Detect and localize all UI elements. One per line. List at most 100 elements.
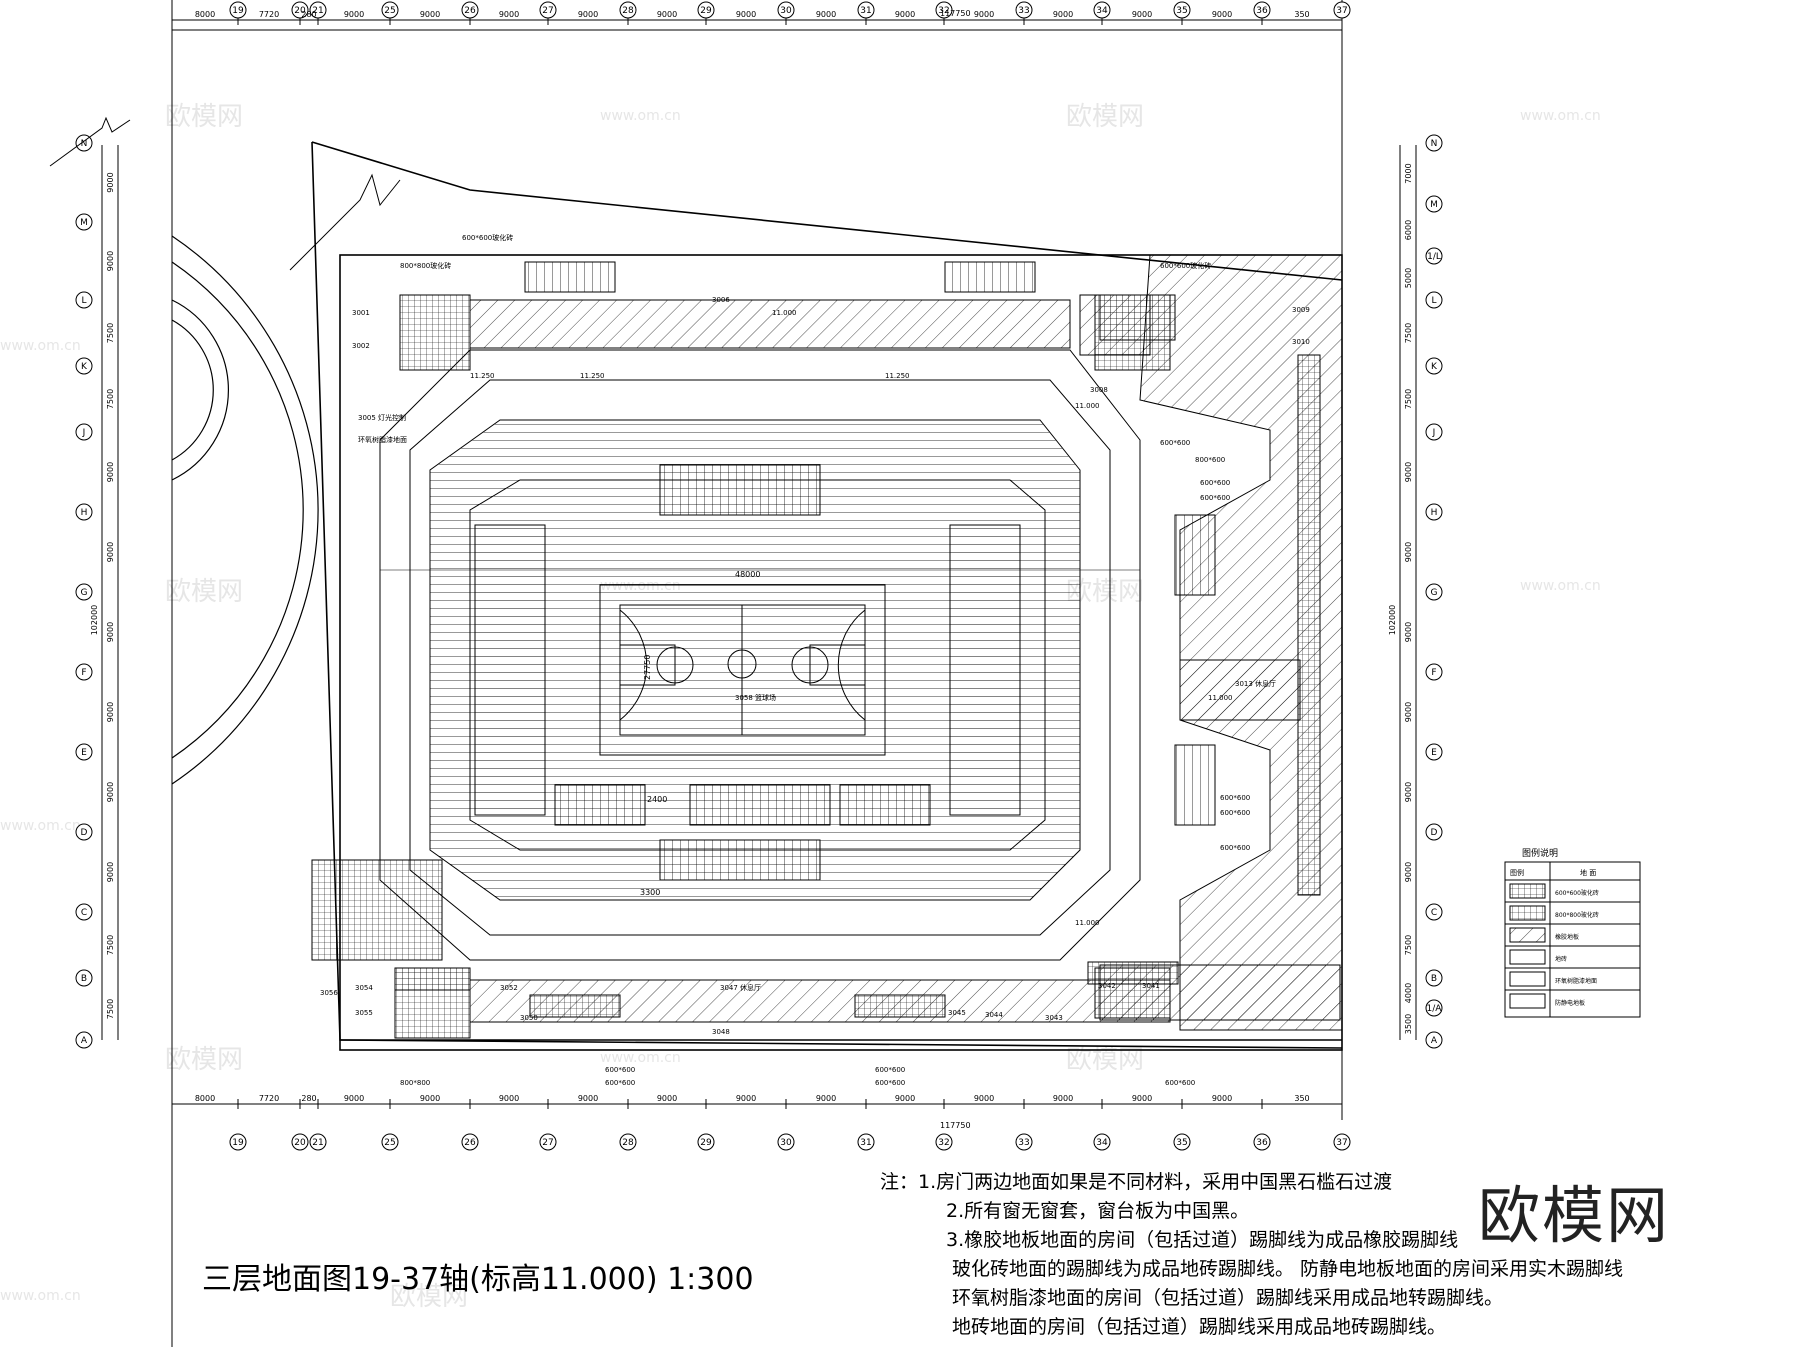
watermark-url: www.om.cn xyxy=(0,1288,81,1304)
dimension-value: 9000 xyxy=(578,10,598,19)
note-6: 地砖地面的房间（包括过道）踢脚线采用成品地砖踢脚线。 xyxy=(952,1316,1447,1338)
axis-bubble-label: 30 xyxy=(780,6,792,16)
watermark-brand: 欧模网 xyxy=(165,102,243,132)
room-3052: 3052 xyxy=(500,984,518,992)
room-3047: 3047 休息厅 xyxy=(720,983,761,992)
callout-600-r2: 600*600 xyxy=(1160,439,1190,447)
dimension-total: 102000 xyxy=(1388,605,1397,636)
watermark-url: www.om.cn xyxy=(0,818,81,834)
dimension-value: 7500 xyxy=(1404,935,1413,955)
drawing-title: 三层地面图19-37轴(标高11.000) 1:300 xyxy=(202,1262,754,1297)
axis-bubble-label: D xyxy=(1431,828,1438,838)
axis-bubble-label: 20 xyxy=(294,1138,306,1148)
axis-bubble-label: A xyxy=(81,1036,88,1046)
callout-600-r7: 600*600 xyxy=(1220,844,1250,852)
dimension-value: 7500 xyxy=(106,323,115,343)
dimension-value: 9000 xyxy=(1132,1094,1152,1103)
axis-bubble-label: 20 xyxy=(294,6,306,16)
room-3005-floor: 环氧树脂漆地面 xyxy=(358,435,407,444)
total-length-top: 117750 xyxy=(940,9,971,18)
level-mark: 11.250 xyxy=(470,372,495,380)
dimension-value: 9000 xyxy=(1212,10,1232,19)
axis-bubble-label: C xyxy=(1431,908,1437,918)
axis-bubble-label: 19 xyxy=(232,6,244,16)
axis-bubble-label: 33 xyxy=(1018,1138,1029,1148)
dimension-value: 9000 xyxy=(578,1094,598,1103)
callout-800-b: 800*800 xyxy=(400,1079,430,1087)
design-notes: 注：1.房门两边地面如果是不同材料，采用中国黑石槛石过渡 2.所有窗无窗套，窗台… xyxy=(880,1168,1780,1342)
dimension-value: 9000 xyxy=(1404,702,1413,722)
dimension-value: 3500 xyxy=(1404,1014,1413,1034)
axis-bubble-label: 33 xyxy=(1018,6,1029,16)
total-length-bottom: 117750 xyxy=(940,1121,971,1130)
axis-bubble-label: 29 xyxy=(700,6,712,16)
court-width-dim: 48000 xyxy=(735,570,760,579)
axis-bubble-label: 26 xyxy=(464,6,476,16)
dimension-value: 9000 xyxy=(106,462,115,482)
room-3005: 3005 灯光控制 xyxy=(358,413,406,422)
dimension-value: 9000 xyxy=(736,1094,756,1103)
watermark-url: www.om.cn xyxy=(600,108,681,124)
axis-bubble-label: B xyxy=(1431,974,1437,984)
axis-bubble-label: M xyxy=(1430,200,1438,210)
room-3006: 3006 xyxy=(712,296,730,304)
dimension-value: 6000 xyxy=(1404,220,1413,240)
note-2: 2.所有窗无窗套，窗台板为中国黑。 xyxy=(946,1200,1250,1222)
dimension-value: 9000 xyxy=(420,1094,440,1103)
dimension-value: 9000 xyxy=(106,782,115,802)
room-3044: 3044 xyxy=(985,1011,1003,1019)
axis-bubble-label: 19 xyxy=(232,1138,244,1148)
room-3001: 3001 xyxy=(352,309,370,317)
dimension-value: 9000 xyxy=(736,10,756,19)
aisle-dim-2: 3300 xyxy=(640,888,660,897)
axis-bubble-label: 36 xyxy=(1256,6,1268,16)
axis-bubble-label: 32 xyxy=(938,6,949,16)
aisle-dim-1: 2400 xyxy=(647,795,667,804)
room-3041: 3041 xyxy=(1142,982,1160,990)
axis-bubble-label: A xyxy=(1431,1036,1438,1046)
axis-bubble-label: E xyxy=(1431,748,1437,758)
room-3043: 3043 xyxy=(1045,1014,1063,1022)
axis-bubble-label: 28 xyxy=(622,6,634,16)
callout-800-tile: 800*800玻化砖 xyxy=(400,261,451,270)
legend-title: 图例说明 xyxy=(1522,847,1558,859)
legend-row-antistatic: 防静电地板 xyxy=(1555,999,1585,1007)
room-labels: 3001 3002 3005 灯光控制 环氧树脂漆地面 3008 3009 30… xyxy=(320,296,1310,1036)
axis-bubble-label: H xyxy=(81,508,88,518)
axis-bubble-label: 32 xyxy=(938,1138,949,1148)
room-3042: 3042 xyxy=(1098,982,1116,990)
axis-bubble-label: G xyxy=(1431,588,1438,598)
axis-bubble-label: 25 xyxy=(384,6,395,16)
room-3002: 3002 xyxy=(352,342,370,350)
dimension-value: 7500 xyxy=(106,935,115,955)
room-3050: 3050 xyxy=(520,1014,538,1022)
room-3045: 3045 xyxy=(948,1009,966,1017)
legend-row-floor-tile: 地砖 xyxy=(1555,955,1567,963)
axis-bubble-label: 34 xyxy=(1096,1138,1108,1148)
room-3056: 3056 xyxy=(320,989,338,997)
basketball-court xyxy=(380,569,1140,756)
axis-bubble-label: 30 xyxy=(780,1138,792,1148)
level-mark: 11.000 xyxy=(1208,694,1233,702)
axis-bubble-label: 21 xyxy=(312,6,323,16)
note-line-1: 注：1.房门两边地面如果是不同材料，采用中国黑石槛石过渡 xyxy=(880,1168,1780,1197)
axis-bubble-label: M xyxy=(80,218,88,228)
callout-600-b4: 600*600 xyxy=(875,1079,905,1087)
dimension-value: 9000 xyxy=(106,702,115,722)
dimension-value: 7500 xyxy=(106,999,115,1019)
watermark-brand: 欧模网 xyxy=(1066,102,1144,132)
dimension-value: 9000 xyxy=(1404,862,1413,882)
dimension-value: 4000 xyxy=(1404,983,1413,1003)
room-3010: 3010 xyxy=(1292,338,1310,346)
watermark-brand: 欧模网 xyxy=(165,1045,243,1075)
callout-600-b5: 600*600 xyxy=(1165,1079,1195,1087)
dimension-value: 9000 xyxy=(1404,542,1413,562)
dimension-value: 8000 xyxy=(195,1094,215,1103)
level-marks: 11.000 11.250 11.250 11.250 11.000 11.00… xyxy=(470,309,1233,927)
axis-bubble-label: J xyxy=(1432,428,1436,438)
room-3058: 3058 篮球场 xyxy=(735,693,776,702)
dimension-value: 9000 xyxy=(816,1094,836,1103)
left-axis-chain: NMLKJHGFEDCBA900090007500750090009000900… xyxy=(75,134,119,1049)
